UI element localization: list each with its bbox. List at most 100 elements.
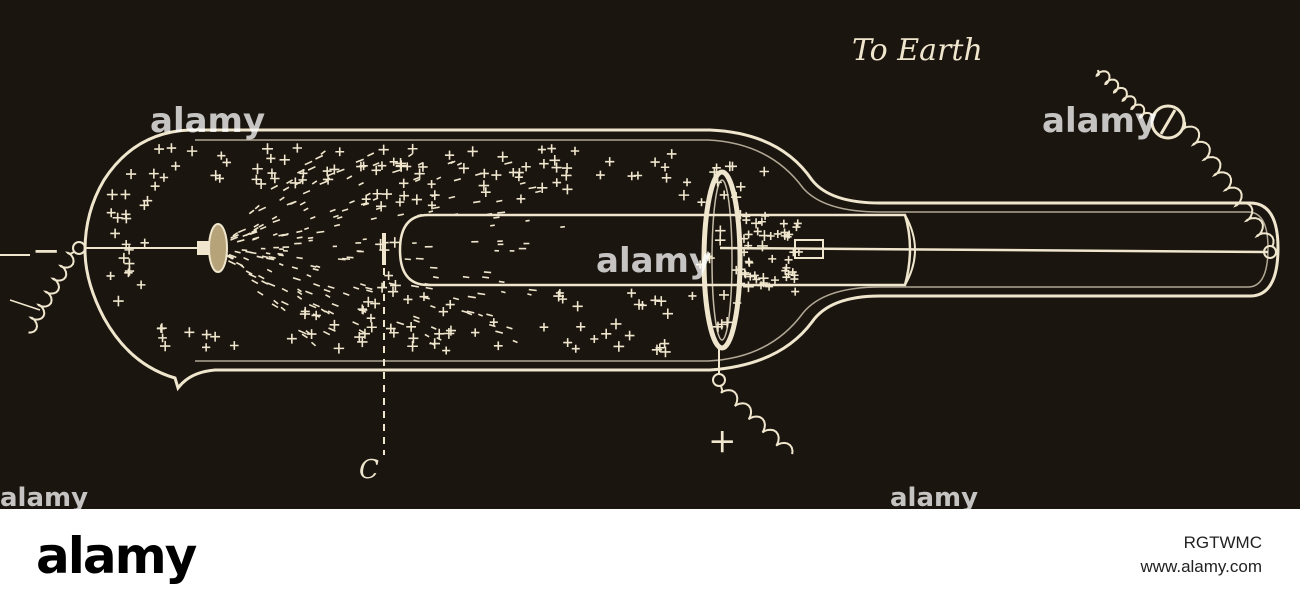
dash-mark bbox=[258, 274, 265, 280]
dash-mark bbox=[450, 160, 456, 165]
plus-mark bbox=[112, 212, 123, 223]
dash-mark bbox=[272, 232, 278, 236]
dash-mark bbox=[258, 206, 267, 212]
dash-mark bbox=[313, 283, 321, 287]
dash-mark bbox=[301, 333, 308, 339]
plus-mark bbox=[411, 194, 423, 205]
plus-mark bbox=[697, 198, 706, 207]
plus-mark bbox=[366, 322, 377, 333]
plus-mark bbox=[793, 219, 802, 228]
dash-mark bbox=[283, 232, 289, 236]
plus-mark bbox=[120, 189, 131, 200]
plus-mark bbox=[375, 201, 387, 212]
plus-mark bbox=[553, 290, 565, 302]
dash-mark bbox=[278, 254, 284, 257]
dash-mark bbox=[329, 208, 336, 213]
plus-mark bbox=[371, 165, 381, 176]
dash-mark bbox=[498, 280, 505, 284]
plus-mark bbox=[154, 144, 164, 154]
dash-mark bbox=[486, 212, 493, 216]
plus-mark bbox=[731, 192, 742, 203]
dash-mark bbox=[261, 280, 269, 285]
dash-mark bbox=[388, 282, 396, 286]
plus-mark bbox=[106, 189, 118, 201]
dash-mark bbox=[308, 239, 313, 242]
plus-mark bbox=[229, 341, 239, 350]
dash-mark bbox=[266, 282, 276, 287]
plus-mark bbox=[150, 181, 160, 191]
plus-mark bbox=[438, 307, 448, 317]
dash-mark bbox=[410, 284, 419, 288]
anode-ring bbox=[701, 169, 743, 351]
dash-mark bbox=[302, 189, 311, 195]
dash-mark bbox=[228, 260, 236, 266]
plus-mark bbox=[624, 330, 635, 341]
dash-mark bbox=[452, 297, 460, 301]
dash-mark bbox=[490, 224, 495, 227]
dash-mark bbox=[483, 271, 492, 274]
plus-mark bbox=[256, 178, 267, 189]
dash-mark bbox=[296, 295, 303, 300]
plus-mark bbox=[370, 298, 381, 309]
dash-mark bbox=[336, 216, 343, 220]
dash-mark bbox=[341, 257, 351, 260]
plus-mark bbox=[590, 334, 599, 344]
plus-mark bbox=[745, 258, 754, 267]
plus-mark bbox=[329, 164, 340, 175]
dash-mark bbox=[228, 253, 237, 259]
plus-mark bbox=[627, 288, 636, 298]
dash-mark bbox=[256, 255, 264, 259]
plus-mark bbox=[539, 322, 549, 332]
dash-mark bbox=[304, 160, 313, 166]
coiled-wire-anode bbox=[720, 385, 794, 455]
plus-mark bbox=[395, 160, 407, 172]
plus-mark bbox=[704, 252, 715, 264]
plus-mark bbox=[110, 228, 120, 239]
dash-mark bbox=[248, 209, 255, 215]
plus-mark bbox=[171, 161, 181, 171]
dash-mark bbox=[328, 327, 336, 332]
coiled-wire-earth bbox=[1095, 69, 1154, 123]
dash-mark bbox=[392, 169, 401, 174]
dash-mark bbox=[258, 223, 264, 228]
plus-mark bbox=[655, 343, 665, 353]
plus-mark bbox=[444, 150, 455, 160]
dash-mark bbox=[307, 165, 316, 171]
plus-mark bbox=[633, 171, 643, 180]
plus-mark bbox=[407, 143, 418, 154]
plus-mark bbox=[719, 290, 729, 300]
dash-mark bbox=[436, 336, 442, 341]
plus-mark bbox=[378, 144, 389, 155]
plus-mark bbox=[458, 163, 470, 174]
dash-mark bbox=[346, 256, 354, 259]
plus-mark bbox=[732, 298, 742, 308]
dash-mark bbox=[413, 319, 420, 323]
plus-mark bbox=[539, 158, 549, 169]
plus-mark bbox=[159, 173, 169, 182]
plus-mark bbox=[387, 286, 399, 297]
dash-mark bbox=[235, 261, 244, 267]
plus-mark bbox=[601, 328, 612, 339]
dash-mark bbox=[353, 286, 360, 290]
diagram-figure: To Earth − + C alamy alamy alamy alamy a… bbox=[0, 0, 1300, 509]
dash-mark bbox=[397, 213, 404, 217]
dash-mark bbox=[372, 197, 379, 201]
inner-cylinder bbox=[398, 213, 912, 287]
plus-mark bbox=[788, 268, 797, 277]
plus-mark bbox=[743, 281, 754, 293]
dash-mark bbox=[431, 193, 438, 198]
coiled-wire-cathode bbox=[28, 251, 75, 334]
plus-mark bbox=[724, 161, 735, 172]
plus-mark bbox=[752, 275, 761, 284]
plus-mark bbox=[427, 180, 436, 189]
dash-mark bbox=[456, 162, 463, 166]
dash-mark bbox=[430, 305, 436, 309]
plus-mark bbox=[354, 331, 365, 343]
dash-mark bbox=[355, 158, 364, 163]
watermark: alamy bbox=[0, 483, 88, 509]
plus-mark bbox=[106, 208, 116, 218]
outer-glass-tube bbox=[83, 128, 1280, 392]
dash-mark bbox=[352, 321, 360, 326]
dash-mark bbox=[358, 329, 365, 334]
plus-mark bbox=[445, 300, 455, 310]
